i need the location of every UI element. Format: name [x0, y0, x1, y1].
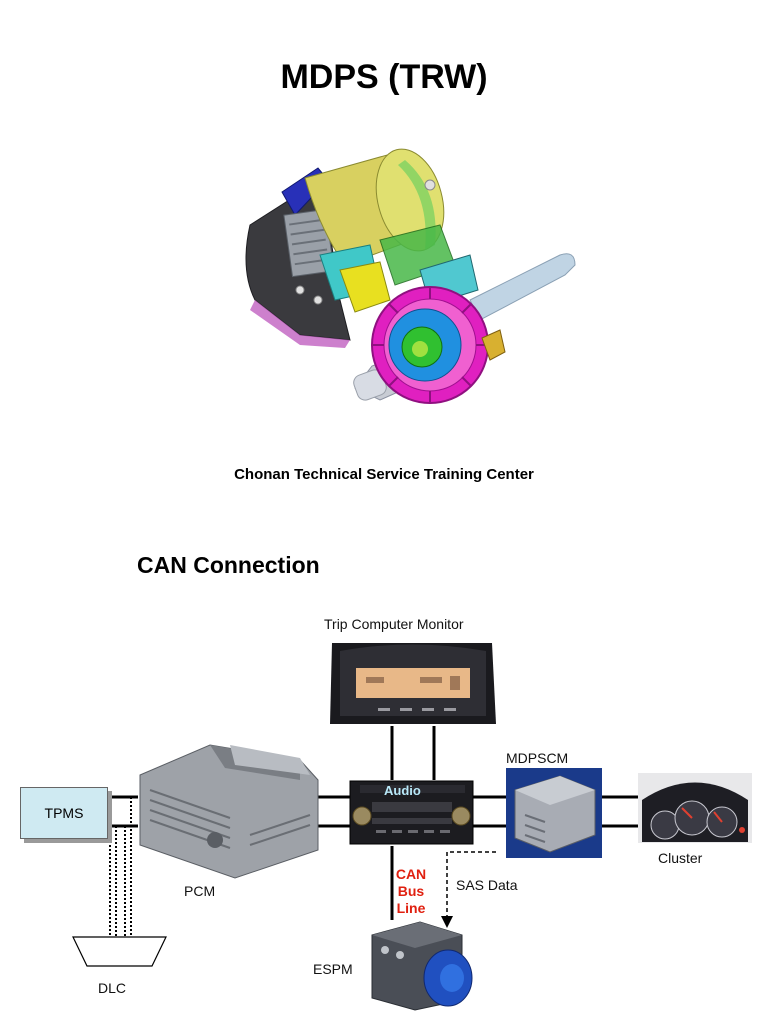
mdpscm-image — [506, 768, 602, 858]
espm-label: ESPM — [313, 961, 353, 977]
cluster-label: Cluster — [658, 850, 703, 866]
sas-data-label: SAS Data — [456, 877, 518, 893]
can-bus-lines — [108, 726, 638, 920]
dlc-connector-shape — [72, 936, 167, 967]
cluster-image — [638, 773, 752, 843]
page-title: MDPS (TRW) — [280, 58, 488, 96]
dlc-dotted-lines — [109, 797, 132, 940]
espm-image — [371, 921, 473, 1011]
pcm-image — [139, 744, 319, 879]
audio-label: Audio — [384, 783, 421, 798]
sas-data-arrow — [441, 851, 496, 928]
audio-image — [349, 780, 474, 845]
trip-computer-image — [330, 643, 496, 724]
tpms-box: TPMS — [20, 787, 108, 839]
can-bus-line-label: CAN Bus Line — [389, 866, 433, 917]
trip-computer-label: Trip Computer Monitor — [324, 616, 464, 632]
training-center-name: Chonan Technical Service Training Center — [234, 466, 534, 483]
can-bus-line-label-2: Bus — [397, 883, 425, 899]
can-bus-line-label-3: Line — [396, 900, 426, 916]
mdpscm-label: MDPSCM — [506, 750, 569, 766]
tpms-label: TPMS — [44, 805, 84, 821]
section-title: CAN Connection — [137, 552, 320, 578]
dlc-label: DLC — [98, 980, 127, 996]
pcm-label: PCM — [184, 883, 216, 899]
can-bus-line-label-1: CAN — [395, 866, 427, 882]
